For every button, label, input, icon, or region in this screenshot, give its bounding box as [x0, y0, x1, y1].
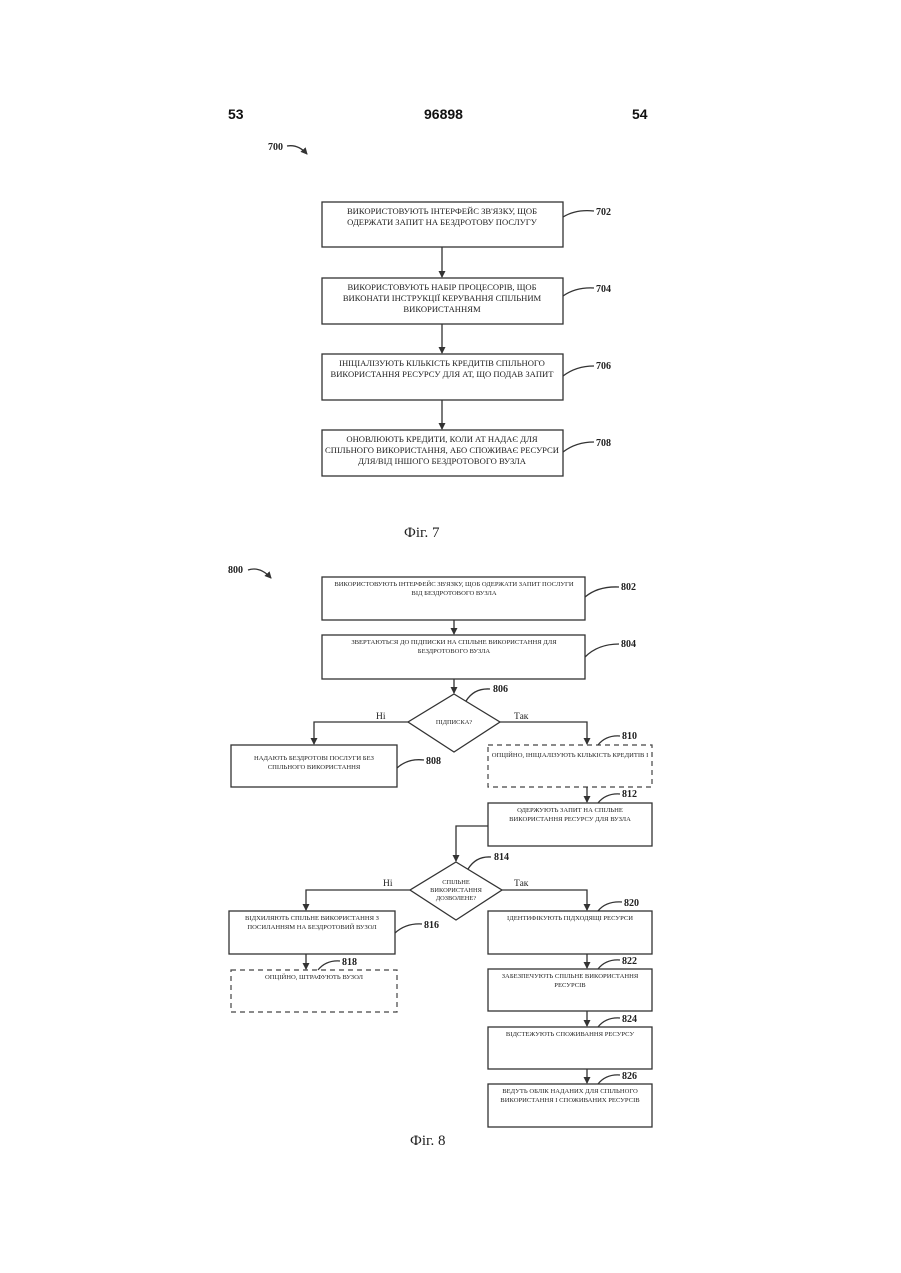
step-812: ОДЕРЖУЮТЬ ЗАПИТ НА СПІЛЬНЕ ВИКОРИСТАННЯ … — [488, 789, 652, 846]
step-822-line-1: ЗАБЕЗПЕЧУЮТЬ СПІЛЬНЕ ВИКОРИСТАННЯ — [502, 973, 639, 980]
step-818-line-1: ОПЦІЙНО, ШТРАФУЮТЬ ВУЗОЛ — [265, 973, 364, 981]
step-804: ЗВЕРТАЮТЬСЯ ДО ПІДПИСКИ НА СПІЛЬНЕ ВИКОР… — [322, 635, 636, 679]
step-702-line-2: ОДЕРЖАТИ ЗАПИТ НА БЕЗДРОТОВУ ПОСЛУГУ — [347, 217, 538, 227]
step-822: ЗАБЕЗПЕЧУЮТЬ СПІЛЬНЕ ВИКОРИСТАННЯ РЕСУРС… — [488, 956, 652, 1011]
arrow-814-no — [306, 890, 410, 910]
step-808-line-2: СПІЛЬНОГО ВИКОРИСТАННЯ — [268, 764, 361, 771]
decision-806-no-label: Ні — [376, 712, 386, 722]
step-822-line-2: РЕСУРСІВ — [554, 982, 586, 989]
step-810-number: 810 — [622, 731, 637, 742]
step-824: ВІДСТЕЖУЮТЬ СПОЖИВАННЯ РЕСУРСУ 824 — [488, 1014, 652, 1069]
fig7-ref: 700 — [268, 142, 283, 153]
step-824-line-1: ВІДСТЕЖУЮТЬ СПОЖИВАННЯ РЕСУРСУ — [506, 1031, 635, 1038]
step-822-number: 822 — [622, 956, 637, 967]
decision-806: ПІДПИСКА? 806 — [408, 684, 508, 752]
step-810: ОПЦІЙНО, ІНІЦІАЛІЗУЮТЬ КІЛЬКІСТЬ КРЕДИТІ… — [488, 731, 652, 787]
decision-814-yes-label: Так — [514, 879, 529, 889]
fig7-step-706: ІНІЦІАЛІЗУЮТЬ КІЛЬКІСТЬ КРЕДИТІВ СПІЛЬНО… — [322, 354, 611, 400]
step-708-line-2: СПІЛЬНОГО ВИКОРИСТАННЯ, АБО СПОЖИВАЄ РЕС… — [325, 445, 559, 455]
fig8-ref-arrow — [248, 569, 271, 578]
step-808-line-1: НАДАЮТЬ БЕЗДРОТОВІ ПОСЛУГИ БЕЗ — [254, 755, 374, 762]
step-802-number: 802 — [621, 582, 636, 593]
step-704-line-3: ВИКОРИСТАННЯМ — [403, 304, 481, 314]
step-820: ІДЕНТИФІКУЮТЬ ПІДХОДЯЩІ РЕСУРСИ 820 — [488, 898, 652, 954]
step-708-line-3: ДЛЯ/ВІД ІНШОГО БЕЗДРОТОВОГО ВУЗЛА — [358, 456, 527, 466]
step-804-number: 804 — [621, 639, 636, 650]
fig8-flowchart: 800 ВИКОРИСТОВУЮТЬ ІНТЕРФЕЙС ЗВ'ЯЗКУ, ЩО… — [228, 565, 652, 1127]
decision-806-number: 806 — [493, 684, 508, 695]
step-804-line-1: ЗВЕРТАЮТЬСЯ ДО ПІДПИСКИ НА СПІЛЬНЕ ВИКОР… — [351, 639, 557, 646]
step-826: ВЕДУТЬ ОБЛІК НАДАНИХ ДЛЯ СПІЛЬНОГО ВИКОР… — [488, 1071, 652, 1127]
decision-814-line-3: ДОЗВОЛЕНЕ? — [436, 895, 476, 902]
arrow-812-814 — [456, 826, 488, 861]
fig8-ref: 800 — [228, 565, 243, 576]
step-702-line-1: ВИКОРИСТОВУЮТЬ ІНТЕРФЕЙС ЗВ'ЯЗКУ, ЩОБ — [347, 206, 537, 216]
step-820-line-1: ІДЕНТИФІКУЮТЬ ПІДХОДЯЩІ РЕСУРСИ — [507, 915, 633, 922]
step-706-line-1: ІНІЦІАЛІЗУЮТЬ КІЛЬКІСТЬ КРЕДИТІВ СПІЛЬНО… — [339, 358, 545, 368]
step-810-line-1: ОПЦІЙНО, ІНІЦІАЛІЗУЮТЬ КІЛЬКІСТЬ КРЕДИТІ… — [492, 751, 649, 759]
fig7-flowchart: 700 ВИКОРИСТОВУЮТЬ ІНТЕРФЕЙС ЗВ'ЯЗКУ, ЩО… — [268, 142, 611, 476]
step-820-number: 820 — [624, 898, 639, 909]
fig7-step-704: ВИКОРИСТОВУЮТЬ НАБІР ПРОЦЕСОРІВ, ЩОБ ВИК… — [322, 278, 611, 324]
step-818: ОПЦІЙНО, ШТРАФУЮТЬ ВУЗОЛ 818 — [231, 957, 397, 1012]
step-706-line-2: ВИКОРИСТАННЯ РЕСУРСУ ДЛЯ АТ, ЩО ПОДАВ ЗА… — [330, 369, 554, 379]
step-812-line-2: ВИКОРИСТАННЯ РЕСУРСУ ДЛЯ ВУЗЛА — [509, 816, 631, 823]
decision-806-text: ПІДПИСКА? — [436, 719, 472, 726]
step-708-number: 708 — [596, 438, 611, 449]
step-824-number: 824 — [622, 1014, 637, 1025]
step-816-line-2: ПОСИЛАННЯМ НА БЕЗДРОТОВИЙ ВУЗОЛ — [247, 923, 377, 931]
step-812-line-1: ОДЕРЖУЮТЬ ЗАПИТ НА СПІЛЬНЕ — [517, 807, 623, 814]
step-816: ВІДХИЛЯЮТЬ СПІЛЬНЕ ВИКОРИСТАННЯ З ПОСИЛА… — [229, 911, 439, 954]
arrow-806-yes — [500, 722, 587, 744]
step-706-number: 706 — [596, 361, 611, 372]
step-704-line-2: ВИКОНАТИ ІНСТРУКЦІЇ КЕРУВАННЯ СПІЛЬНИМ — [343, 293, 542, 303]
decision-806-yes-label: Так — [514, 712, 529, 722]
fig7-step-702: ВИКОРИСТОВУЮТЬ ІНТЕРФЕЙС ЗВ'ЯЗКУ, ЩОБ ОД… — [322, 202, 611, 247]
step-818-number: 818 — [342, 957, 357, 968]
decision-814-line-1: СПІЛЬНЕ — [442, 879, 470, 886]
step-802-line-2: ВІД БЕЗДРОТОВОГО ВУЗЛА — [411, 590, 496, 597]
arrow-806-no — [314, 722, 408, 744]
step-816-line-1: ВІДХИЛЯЮТЬ СПІЛЬНЕ ВИКОРИСТАННЯ З — [245, 915, 379, 922]
step-808-number: 808 — [426, 756, 441, 767]
fig7-step-708: ОНОВЛЮЮТЬ КРЕДИТИ, КОЛИ АТ НАДАЄ ДЛЯ СПІ… — [322, 430, 611, 476]
step-808: НАДАЮТЬ БЕЗДРОТОВІ ПОСЛУГИ БЕЗ СПІЛЬНОГО… — [231, 745, 441, 787]
decision-814: СПІЛЬНЕ ВИКОРИСТАННЯ ДОЗВОЛЕНЕ? 814 — [410, 852, 509, 920]
step-702-number: 702 — [596, 207, 611, 218]
arrow-814-yes — [502, 890, 587, 910]
step-816-number: 816 — [424, 920, 439, 931]
step-812-number: 812 — [622, 789, 637, 800]
step-802-line-1: ВИКОРИСТОВУЮТЬ ІНТЕРФЕЙС ЗВ'ЯЗКУ, ЩОБ ОД… — [334, 580, 573, 588]
step-826-line-1: ВЕДУТЬ ОБЛІК НАДАНИХ ДЛЯ СПІЛЬНОГО — [502, 1088, 638, 1095]
step-704-number: 704 — [596, 284, 611, 295]
step-704-line-1: ВИКОРИСТОВУЮТЬ НАБІР ПРОЦЕСОРІВ, ЩОБ — [347, 282, 536, 292]
step-826-line-2: ВИКОРИСТАННЯ І СПОЖИВАНИХ РЕСУРСІВ — [500, 1097, 640, 1104]
step-804-line-2: БЕЗДРОТОВОГО ВУЗЛА — [418, 648, 491, 655]
decision-814-number: 814 — [494, 852, 509, 863]
fig7-ref-arrow — [287, 146, 307, 154]
step-802: ВИКОРИСТОВУЮТЬ ІНТЕРФЕЙС ЗВ'ЯЗКУ, ЩОБ ОД… — [322, 577, 636, 620]
decision-814-no-label: Ні — [383, 879, 393, 889]
step-708-line-1: ОНОВЛЮЮТЬ КРЕДИТИ, КОЛИ АТ НАДАЄ ДЛЯ — [346, 434, 538, 444]
decision-814-line-2: ВИКОРИСТАННЯ — [430, 887, 482, 894]
step-826-number: 826 — [622, 1071, 637, 1082]
